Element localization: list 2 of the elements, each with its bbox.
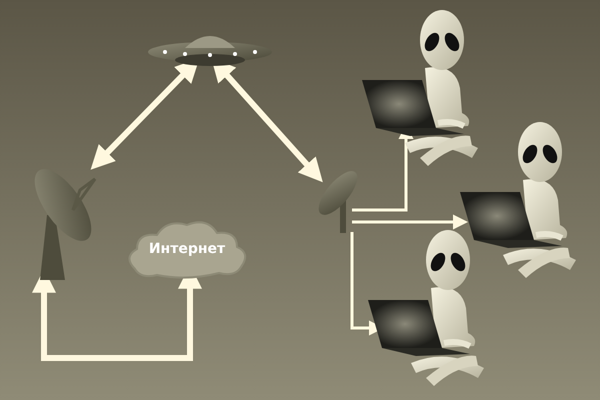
cloud-label: Интернет: [148, 241, 226, 257]
arrow: [352, 214, 468, 230]
